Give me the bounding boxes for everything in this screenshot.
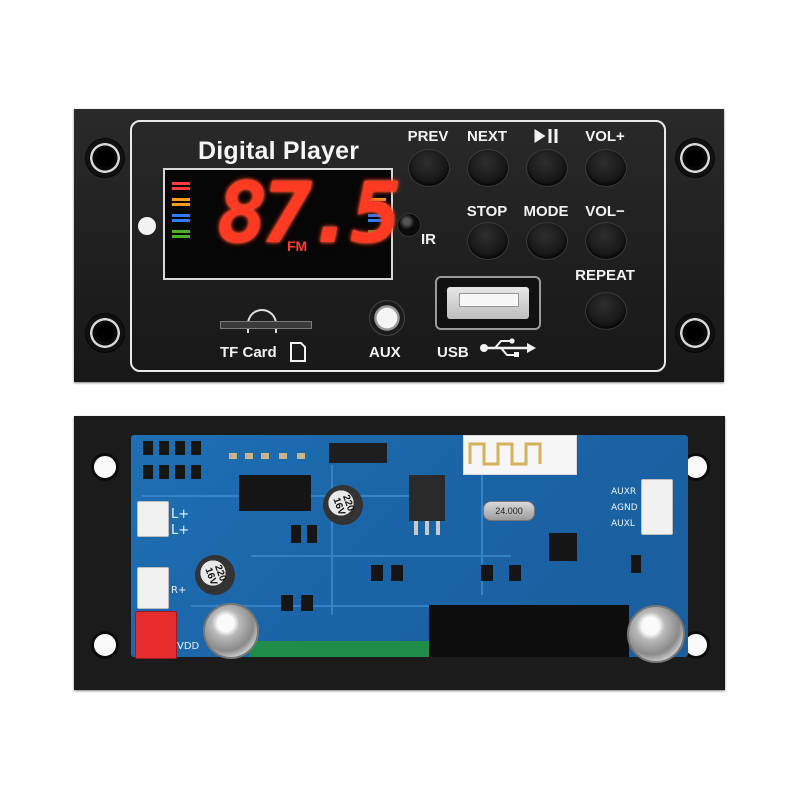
auxr-label: AUXR (611, 487, 637, 497)
eq-bar (172, 198, 190, 201)
ir-label: IR (421, 231, 436, 248)
vol-down-button[interactable] (585, 222, 627, 260)
eq-bar (368, 187, 386, 190)
play-pause-icon (534, 129, 558, 147)
screw (203, 603, 259, 659)
next-button[interactable] (467, 149, 509, 187)
eq-bar (368, 214, 386, 217)
eq-bar (172, 214, 190, 217)
panel-bezel (130, 120, 666, 372)
mounting-hole-top-left (91, 453, 119, 481)
front-panel: Digital Player 87.5 FM IR PREV NEXT VOL+… (74, 109, 724, 382)
product-title: Digital Player (198, 137, 360, 165)
eq-bar (172, 187, 190, 190)
l-plus-label: L+ (171, 507, 190, 522)
eq-bar (172, 235, 190, 238)
repeat-label: REPEAT (575, 267, 635, 284)
tf-card-slot (429, 605, 629, 657)
vdd-label: VDD (177, 641, 200, 652)
next-label: NEXT (466, 128, 508, 145)
eq-meter-right (368, 180, 386, 246)
led-display: 87.5 FM (163, 164, 401, 280)
eq-bar (368, 203, 386, 206)
usb-label: USB (437, 344, 469, 361)
mounting-hole-bottom-right (676, 314, 714, 352)
stop-button[interactable] (467, 222, 509, 260)
prev-label: PREV (407, 128, 449, 145)
mode-button[interactable] (526, 222, 568, 260)
eq-bar (368, 235, 386, 238)
band-indicator: FM (287, 238, 308, 254)
eq-bar (172, 230, 190, 233)
mounting-hole-bottom-left (91, 631, 119, 659)
sd-card-icon (290, 342, 306, 362)
mounting-hole-top-left (86, 139, 124, 177)
mounting-hole-bottom-left (86, 314, 124, 352)
usb-icon (480, 338, 536, 357)
mode-label: MODE (523, 203, 569, 220)
stop-label: STOP (466, 203, 508, 220)
audio-ic (239, 475, 311, 511)
indicator-led (138, 217, 156, 235)
eq-bar (368, 219, 386, 222)
display-board (249, 641, 429, 657)
eq-meter-left (172, 180, 190, 246)
power-connector (135, 611, 177, 659)
back-panel: 220 16V 220 16V 24.000 (74, 416, 725, 690)
electrolytic-capacitor: 220 16V (323, 485, 363, 525)
mounting-hole-top-right (676, 139, 714, 177)
prev-button[interactable] (408, 149, 450, 187)
speaker-connector-right (137, 567, 169, 609)
usb-port[interactable] (435, 276, 541, 330)
tf-card-label: TF Card (220, 344, 277, 361)
l-plus-label: L+ (171, 523, 190, 538)
speaker-connector-left (137, 501, 169, 537)
aux-jack[interactable] (369, 300, 405, 336)
voltage-regulator (409, 475, 445, 521)
agnd-label: AGND (611, 503, 638, 513)
electrolytic-capacitor: 220 16V (195, 555, 235, 595)
bluetooth-module (463, 435, 577, 475)
frequency-readout: 87.5 (217, 164, 401, 262)
eq-bar (368, 230, 386, 233)
eq-bar (172, 219, 190, 222)
vol-up-label: VOL+ (585, 128, 625, 145)
eq-bar (172, 182, 190, 185)
ir-receiver (397, 213, 421, 237)
repeat-button[interactable] (585, 292, 627, 330)
vol-down-label: VOL− (585, 203, 625, 220)
eq-bar (368, 182, 386, 185)
aux-label: AUX (369, 344, 401, 361)
crystal-oscillator: 24.000 (483, 501, 535, 521)
vol-up-button[interactable] (585, 149, 627, 187)
eq-bar (368, 198, 386, 201)
screw (627, 605, 685, 663)
eq-bar (172, 203, 190, 206)
play-pause-button[interactable] (526, 149, 568, 187)
circuit-board: 220 16V 220 16V 24.000 (131, 435, 688, 663)
bluetooth-chip (549, 533, 577, 561)
auxl-label: AUXL (611, 519, 635, 529)
tf-card-slot[interactable] (220, 321, 312, 329)
r-plus-label: R+ (171, 585, 187, 596)
aux-connector (641, 479, 673, 535)
